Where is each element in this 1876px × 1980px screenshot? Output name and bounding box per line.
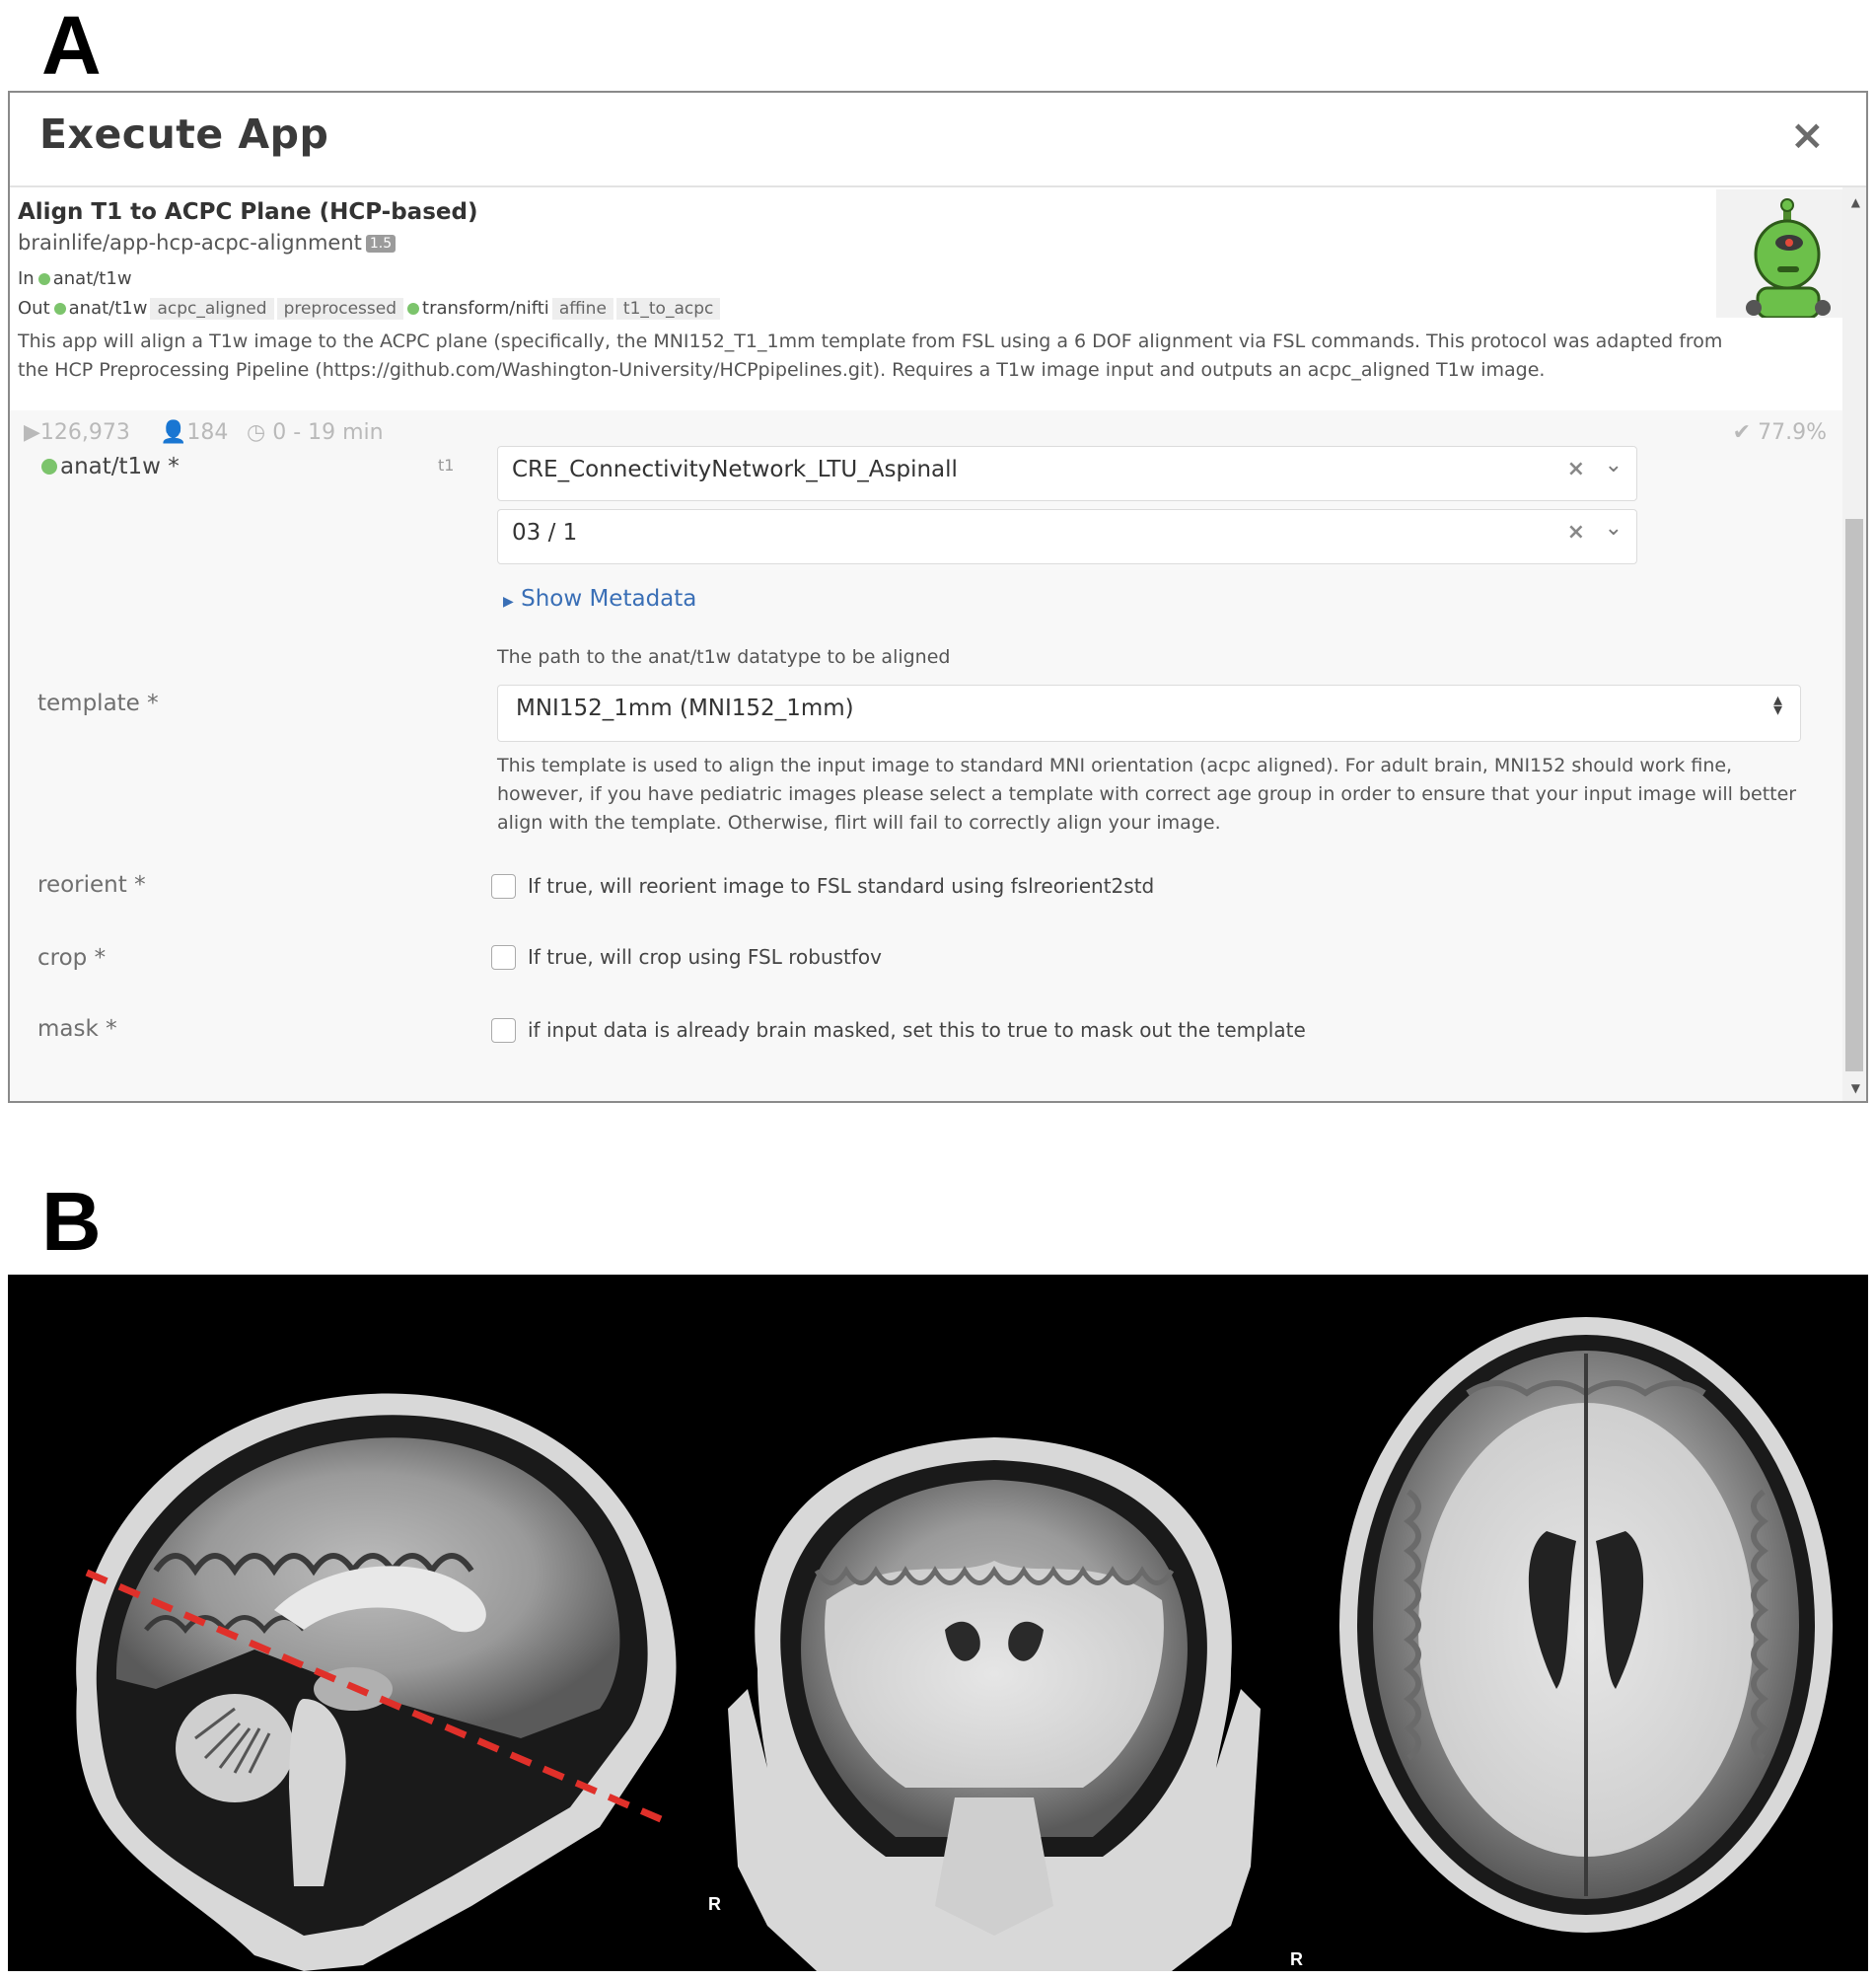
robot-avatar-icon (1746, 198, 1831, 318)
config-form: anat/t1w * t1 CRE_ConnectivityNetwork_LT… (10, 446, 1846, 1101)
mri-slices-panel: R R (8, 1275, 1868, 1971)
scroll-up-icon[interactable]: ▲ (1850, 195, 1860, 209)
clear-icon[interactable]: × (1566, 457, 1585, 481)
panel-label-b: B (41, 1175, 102, 1268)
datatype-dot-icon (53, 303, 66, 315)
project-value: CRE_ConnectivityNetwork_LTU_Aspinall (512, 457, 958, 482)
chevron-down-icon[interactable]: ⌄ (1604, 453, 1623, 477)
sort-arrows-icon: ▴▾ (1772, 690, 1782, 720)
datatype-dot-icon (41, 459, 57, 475)
output-datatype: anat/t1w (68, 298, 148, 319)
app-avatar (1716, 189, 1846, 318)
play-icon: ▶ (24, 420, 40, 445)
reorient-text: If true, will reorient image to FSL stan… (528, 874, 1155, 898)
execute-app-modal: Execute App × Align T1 to ACPC Plane (HC… (8, 91, 1868, 1103)
output-label: Out (18, 298, 50, 319)
show-metadata-link[interactable]: ▶ Show Metadata (503, 586, 697, 612)
scrollbar-thumb[interactable] (1845, 519, 1863, 1071)
panel-label-a: A (41, 0, 102, 92)
clock-icon: ◷ (247, 420, 266, 445)
datatype-tag: acpc_aligned (150, 298, 274, 320)
reorient-checkbox[interactable] (491, 874, 516, 899)
t1w-sublabel: t1 (438, 456, 455, 475)
subject-select[interactable]: 03 / 1 × ⌄ (497, 509, 1637, 564)
input-label: In (18, 268, 35, 289)
modal-title: Execute App (39, 110, 329, 158)
app-name: Align T1 to ACPC Plane (HCP-based) (18, 199, 478, 225)
mask-field-label: mask * (37, 1016, 117, 1042)
reorient-row: If true, will reorient image to FSL stan… (491, 874, 1154, 899)
input-datatype: anat/t1w (52, 268, 132, 289)
coronal-slice (728, 1437, 1261, 1971)
sagittal-slice (76, 1393, 677, 1971)
mask-checkbox[interactable] (491, 1018, 516, 1043)
datatype-tag: t1_to_acpc (615, 298, 721, 320)
subject-value: 03 / 1 (512, 520, 578, 546)
success-rate: ✔ 77.9% (1732, 420, 1827, 445)
t1w-field-label: anat/t1w * (41, 454, 180, 479)
orientation-marker: R (1290, 1949, 1303, 1969)
close-icon[interactable]: × (1789, 110, 1825, 159)
datatype-dot-icon (37, 273, 50, 285)
t1w-help-text: The path to the anat/t1w datatype to be … (497, 646, 951, 668)
crop-text: If true, will crop using FSL robustfov (528, 945, 883, 969)
caret-right-icon: ▶ (503, 594, 514, 610)
run-time: ◷ 0 - 19 min (247, 420, 384, 445)
version-badge: 1.5 (365, 235, 397, 253)
app-info-card[interactable]: Align T1 to ACPC Plane (HCP-based) brain… (10, 189, 1846, 410)
mask-text: if input data is already brain masked, s… (528, 1018, 1306, 1042)
user-count: 👤184 (160, 420, 229, 445)
template-value: MNI152_1mm (MNI152_1mm) (516, 696, 854, 721)
modal-header: Execute App × (10, 93, 1866, 187)
datatype-dot-icon (407, 303, 420, 315)
run-count: ▶126,973 (24, 420, 130, 445)
crop-checkbox[interactable] (491, 945, 516, 970)
template-select[interactable]: MNI152_1mm (MNI152_1mm) ▴▾ (497, 685, 1801, 742)
crop-row: If true, will crop using FSL robustfov (491, 945, 882, 970)
orientation-marker: R (708, 1894, 721, 1914)
template-help-text: This template is used to align the input… (497, 755, 1797, 834)
reorient-field-label: reorient * (37, 872, 146, 898)
check-circle-icon: ✔ (1732, 420, 1752, 445)
chevron-down-icon[interactable]: ⌄ (1604, 516, 1623, 541)
user-icon: 👤 (160, 420, 187, 445)
input-row: In anat/t1w (18, 268, 132, 289)
app-repo-name: brainlife/app-hcp-acpc-alignment (18, 231, 362, 255)
mri-slices-image (76, 1317, 1833, 1971)
template-field-label: template * (37, 691, 159, 716)
mask-row: if input data is already brain masked, s… (491, 1018, 1306, 1043)
axial-slice (1339, 1317, 1833, 1933)
crop-field-label: crop * (37, 945, 107, 971)
scroll-down-icon[interactable]: ▼ (1850, 1081, 1860, 1095)
clear-icon[interactable]: × (1566, 520, 1585, 545)
datatype-tag: preprocessed (276, 298, 404, 320)
output-datatype: transform/nifti (422, 298, 549, 319)
datatype-tag: affine (551, 298, 613, 320)
project-select[interactable]: CRE_ConnectivityNetwork_LTU_Aspinall × ⌄ (497, 446, 1637, 501)
app-description: This app will align a T1w image to the A… (18, 330, 1723, 381)
